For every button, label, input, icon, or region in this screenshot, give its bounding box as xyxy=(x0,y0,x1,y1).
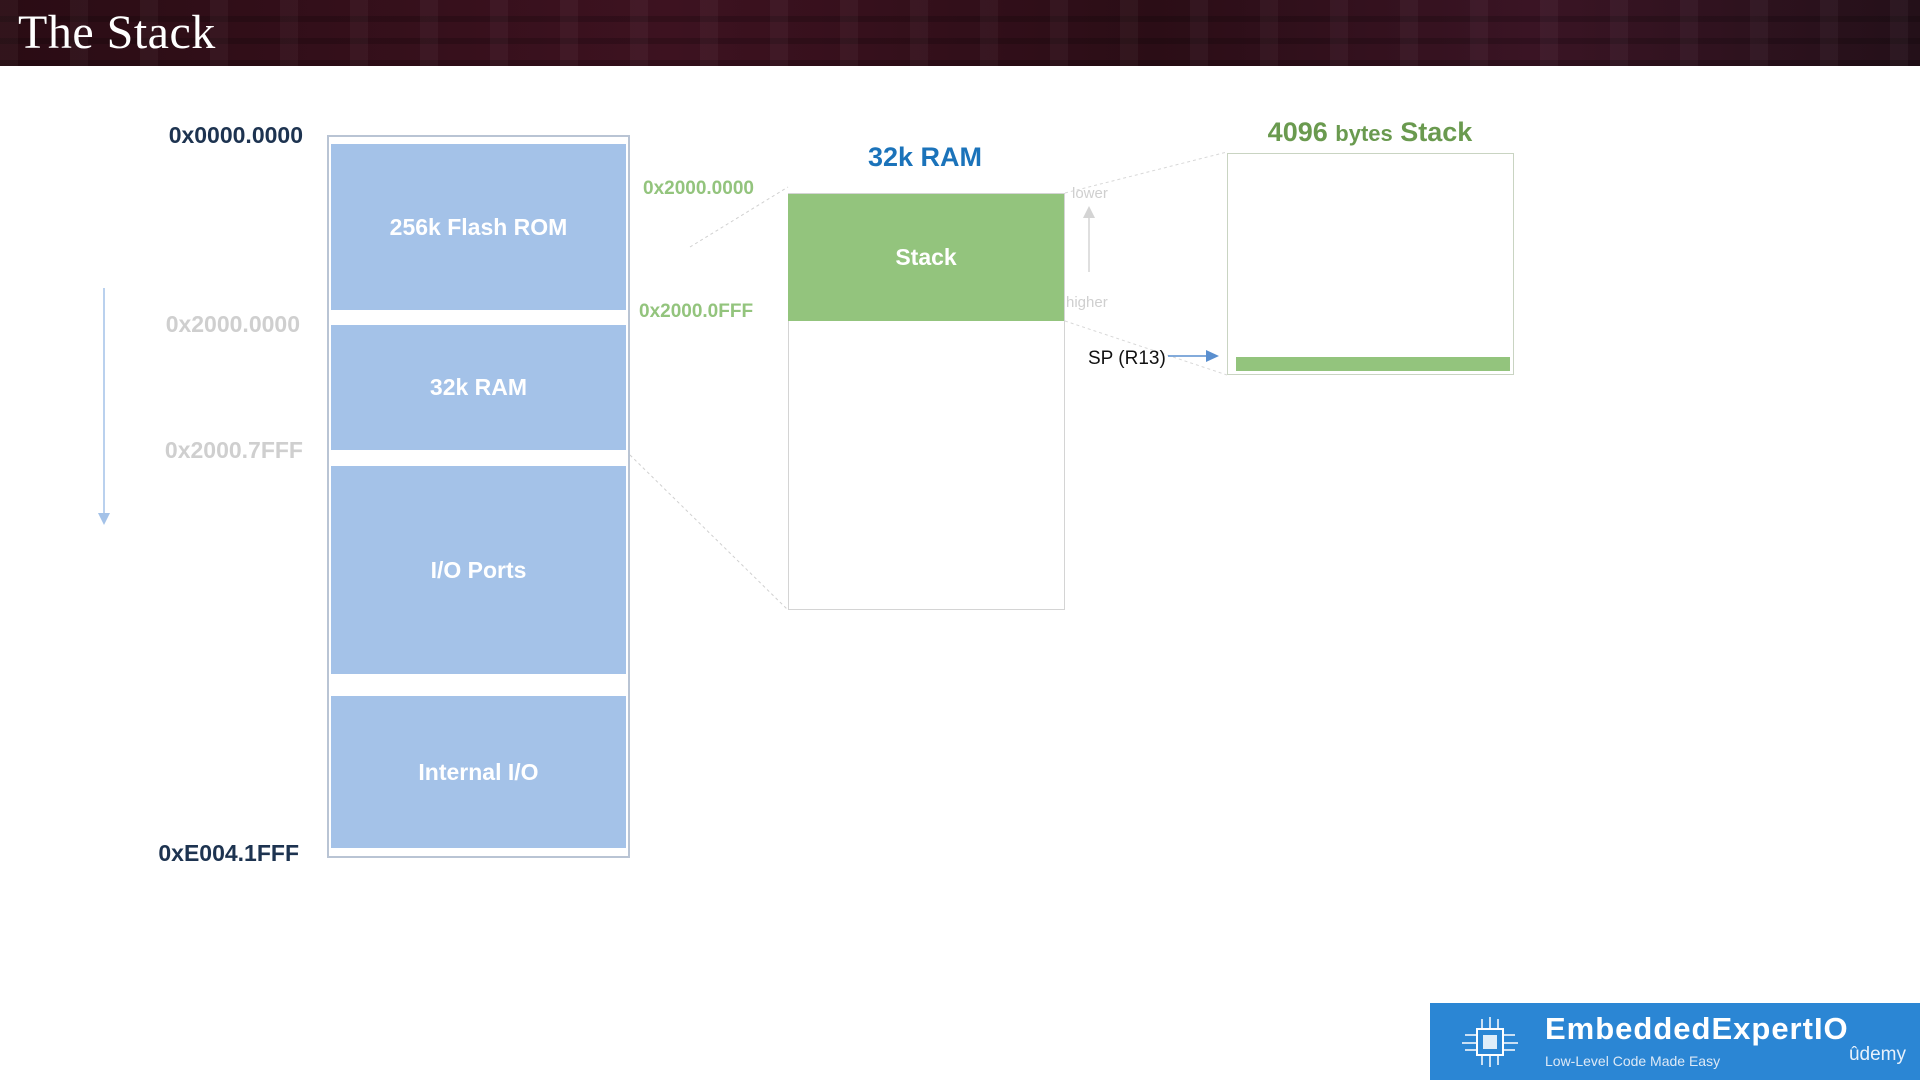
stack-size-number: 4096 xyxy=(1267,117,1328,147)
page-title: The Stack xyxy=(18,6,216,59)
zoom-line-stack-top xyxy=(1064,151,1228,194)
address-ram-end: 0x2000.7FFF xyxy=(164,437,303,463)
stack-detail-title: 4096 bytes Stack xyxy=(1230,117,1510,148)
stack-size-unit: bytes xyxy=(1335,121,1393,146)
growth-direction-arrowhead xyxy=(1083,206,1095,218)
lower-label: lower xyxy=(1072,185,1108,202)
stack-title-word: Stack xyxy=(1400,117,1473,147)
address-top: 0x0000.0000 xyxy=(168,122,303,148)
zoom-line-top xyxy=(689,186,789,248)
address-ram-start: 0x2000.0000 xyxy=(165,311,300,337)
brand-badge: EmbeddedExpertIO Low-Level Code Made Eas… xyxy=(1430,1003,1920,1080)
zoom-line-bottom xyxy=(629,454,789,611)
stack-block: Stack xyxy=(788,194,1064,321)
brand-name: EmbeddedExpertIO xyxy=(1545,1011,1849,1046)
region-internal-io: Internal I/O xyxy=(331,696,626,848)
stack-end-address: 0x2000.0FFF xyxy=(639,301,754,322)
address-direction-arrowhead xyxy=(98,513,110,525)
stack-detail-box xyxy=(1227,153,1514,375)
udemy-logo: ûdemy xyxy=(1848,1044,1906,1065)
chip-icon xyxy=(1462,1017,1518,1067)
stack-used-bar xyxy=(1236,357,1510,371)
zoom-line-stack-bottom xyxy=(1064,320,1228,376)
sp-arrow-head xyxy=(1206,350,1219,362)
stack-start-address: 0x2000.0000 xyxy=(643,178,754,199)
ram-detail-title: 32k RAM xyxy=(867,142,983,172)
higher-label: higher xyxy=(1066,294,1108,311)
region-io-ports: I/O Ports xyxy=(331,466,626,674)
brand-tagline: Low-Level Code Made Easy xyxy=(1545,1053,1721,1069)
region-flash-rom: 256k Flash ROM xyxy=(331,144,626,310)
address-bottom: 0xE004.1FFF xyxy=(158,840,299,866)
region-ram: 32k RAM xyxy=(331,325,626,450)
stack-pointer-label: SP (R13) xyxy=(1088,348,1166,369)
title-bar xyxy=(0,0,1920,66)
